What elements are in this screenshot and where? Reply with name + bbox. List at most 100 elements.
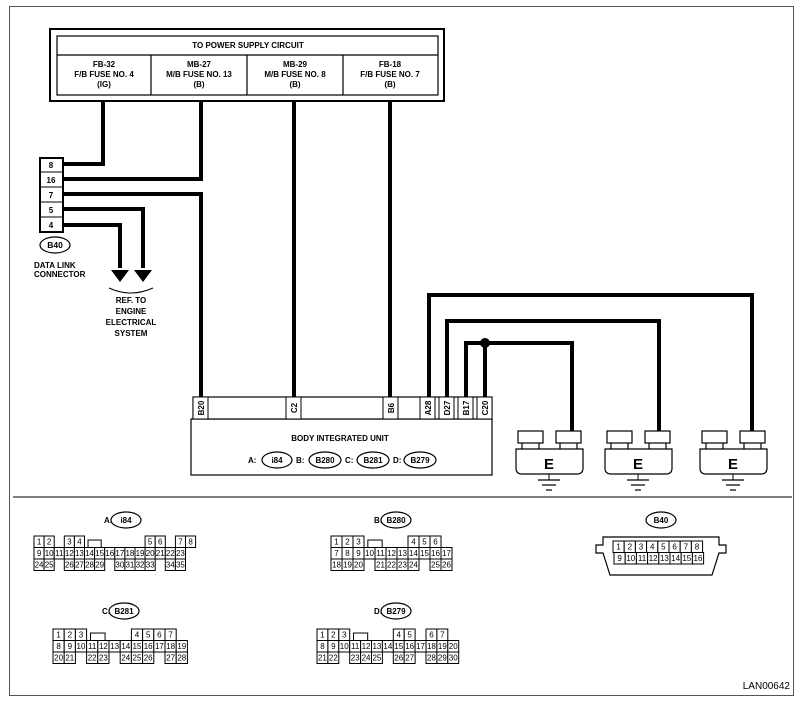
connector-pin: 23: [351, 654, 360, 663]
wire-d27-ground: [445, 319, 661, 431]
fuse-3-type: (B): [289, 80, 300, 89]
connector-pin: 16: [405, 642, 414, 651]
connector-pin: 5: [146, 631, 151, 640]
wire-harness: [63, 101, 754, 431]
connector-pin: 21: [156, 549, 165, 558]
connector-pin: 18: [125, 549, 134, 558]
connector-pin: 3: [79, 631, 84, 640]
data-link-connector: 8 16 7 5 4 B40 DATA LINK CONNECTOR REF. …: [34, 157, 156, 338]
connector-pin: 22: [387, 561, 396, 570]
connector-pin: 19: [343, 561, 352, 570]
connector-pin: 20: [146, 549, 155, 558]
arrow-engine-1: [111, 270, 129, 282]
connector-prefix: C:: [102, 607, 110, 616]
connector-pin: 1: [616, 543, 621, 552]
power-supply-box: TO POWER SUPPLY CIRCUIT FB-32 F/B FUSE N…: [49, 28, 445, 102]
biu-pin: B17: [462, 400, 471, 415]
connector-pin: 10: [340, 642, 349, 651]
connector-pin: 9: [331, 642, 336, 651]
connector-pin: 5: [407, 631, 412, 640]
connector-pin: 15: [133, 642, 142, 651]
dlc-connector-id: B40: [47, 240, 63, 250]
connector-pin: 23: [99, 654, 108, 663]
connector-pin: 35: [176, 561, 185, 570]
connector-pin: 20: [449, 642, 458, 651]
connector-pin: 2: [68, 631, 73, 640]
ref-line: SYSTEM: [115, 329, 148, 338]
connector-pin: 7: [178, 538, 183, 547]
connector-pin: 19: [177, 642, 186, 651]
wire-dlc5-engine: [63, 207, 145, 268]
connector-pin: 24: [362, 654, 371, 663]
wire-mb27-dlc16: [63, 101, 203, 181]
connector-pin: 34: [166, 561, 175, 570]
connector-pin: 25: [372, 654, 381, 663]
connector-id: i84: [120, 516, 132, 525]
arrow-engine-2: [134, 270, 152, 282]
connector-pin: 9: [37, 549, 42, 558]
connector-pin: 23: [398, 561, 407, 570]
connector-pin: 13: [660, 554, 669, 563]
connector-pin: 4: [77, 538, 82, 547]
connector-pin: 29: [438, 654, 447, 663]
connector-pin: 11: [638, 554, 647, 563]
connector-pin: 6: [433, 538, 438, 547]
connector-pin: 1: [320, 631, 325, 640]
connector-pin: 21: [318, 654, 327, 663]
ref-bracket: [108, 287, 154, 294]
connector-pin: 21: [65, 654, 74, 663]
ground-block: E: [604, 430, 673, 491]
fuse-1-id: FB-32: [93, 60, 116, 69]
connector-pin: 12: [649, 554, 658, 563]
fuse-2-name: M/B FUSE NO. 13: [166, 70, 232, 79]
connector-pin: 13: [398, 549, 407, 558]
connector-pin: 27: [166, 654, 175, 663]
ground-label: E: [728, 456, 738, 473]
ground-label: E: [633, 456, 643, 473]
biu-pin: A28: [424, 400, 433, 415]
connector-pin: 28: [177, 654, 186, 663]
connector-pin: 11: [376, 549, 385, 558]
fuse-2-type: (B): [193, 80, 204, 89]
wire-a28-ground: [427, 293, 754, 431]
connector-pin: 30: [449, 654, 458, 663]
connector-pin: 1: [37, 538, 42, 547]
connector-pin: 25: [133, 654, 142, 663]
dlc-pin: 5: [49, 206, 54, 215]
connector-pin: 16: [105, 549, 114, 558]
connector-pin: 32: [136, 561, 145, 570]
connector-pin: 15: [95, 549, 104, 558]
connector-pin: 5: [148, 538, 153, 547]
connector-pin: 6: [429, 631, 434, 640]
connector-pin: 13: [372, 642, 381, 651]
wire-b17-ground: [464, 341, 574, 431]
connector-id: B279: [386, 607, 406, 616]
connector-pin: 14: [671, 554, 680, 563]
connector-pin: 25: [431, 561, 440, 570]
connector-pin: 26: [144, 654, 153, 663]
connector-pin: 8: [56, 642, 61, 651]
connector-prefix: B:: [374, 516, 382, 525]
connector-pin: 4: [650, 543, 655, 552]
connector-pin: 29: [95, 561, 104, 570]
fuse-1-type: (IG): [97, 80, 111, 89]
connector-pin: 22: [166, 549, 175, 558]
biu-conn-prefix: D:: [393, 456, 401, 465]
connector-pin: 26: [442, 561, 451, 570]
connector-pin: 33: [146, 561, 155, 570]
connector-pin: 27: [405, 654, 414, 663]
connector-pin: 3: [342, 631, 347, 640]
connector-pin: 23: [176, 549, 185, 558]
connector-pin: 15: [420, 549, 429, 558]
connector-pin: 7: [684, 543, 689, 552]
connector-pin: 26: [65, 561, 74, 570]
biu-pin: C2: [290, 402, 299, 413]
fuse-4-name: F/B FUSE NO. 7: [360, 70, 420, 79]
connector-pin: 9: [617, 554, 622, 563]
connector-pin: 8: [345, 549, 350, 558]
ground-block: E: [515, 430, 584, 491]
connector-pin: 17: [442, 549, 451, 558]
